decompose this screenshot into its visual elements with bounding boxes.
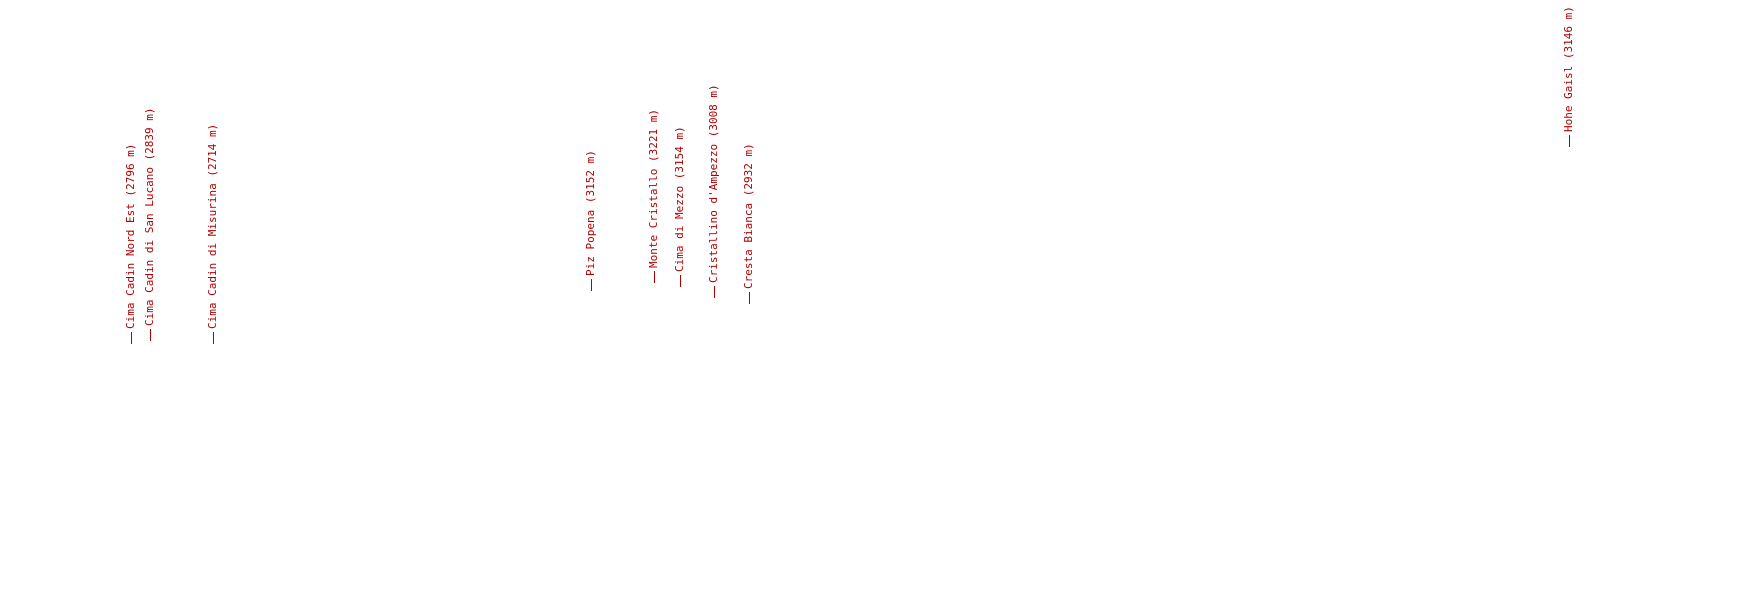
peak-label: Cristallino d'Ampezzo (3008 m) [707, 84, 720, 298]
peak-label: Monte Cristallo (3221 m) [647, 109, 660, 283]
peak-marker [590, 279, 592, 291]
peak-label: Hohe Gaisl (3146 m) [1562, 6, 1575, 147]
peak-marker [1568, 135, 1570, 147]
peak-marker [653, 271, 655, 283]
peak-name: Monte Cristallo (3221 m) [647, 109, 660, 268]
peak-marker [149, 329, 151, 341]
peak-name: Cima di Mezzo (3154 m) [673, 126, 686, 272]
peak-label: Cima di Mezzo (3154 m) [673, 126, 686, 287]
peak-name: Cima Cadin di San Lucano (2839 m) [143, 107, 156, 326]
peak-name: Cresta Bianca (2932 m) [742, 143, 755, 289]
peak-label: Piz Popena (3152 m) [584, 150, 597, 291]
peak-name: Piz Popena (3152 m) [584, 150, 597, 276]
peak-label: Cima Cadin di Misurina (2714 m) [206, 123, 219, 344]
peak-name: Hohe Gaisl (3146 m) [1562, 6, 1575, 132]
peak-name: Cristallino d'Ampezzo (3008 m) [707, 84, 720, 283]
peak-marker [679, 275, 681, 287]
peak-marker [212, 332, 214, 344]
peak-marker [130, 332, 132, 344]
peak-marker [713, 286, 715, 298]
peak-label: Cresta Bianca (2932 m) [742, 143, 755, 304]
peak-label: Cima Cadin Nord Est (2796 m) [124, 143, 137, 344]
peak-name: Cima Cadin Nord Est (2796 m) [124, 143, 137, 329]
peak-name: Cima Cadin di Misurina (2714 m) [206, 123, 219, 329]
peak-marker [748, 292, 750, 304]
peak-label: Cima Cadin di San Lucano (2839 m) [143, 107, 156, 341]
